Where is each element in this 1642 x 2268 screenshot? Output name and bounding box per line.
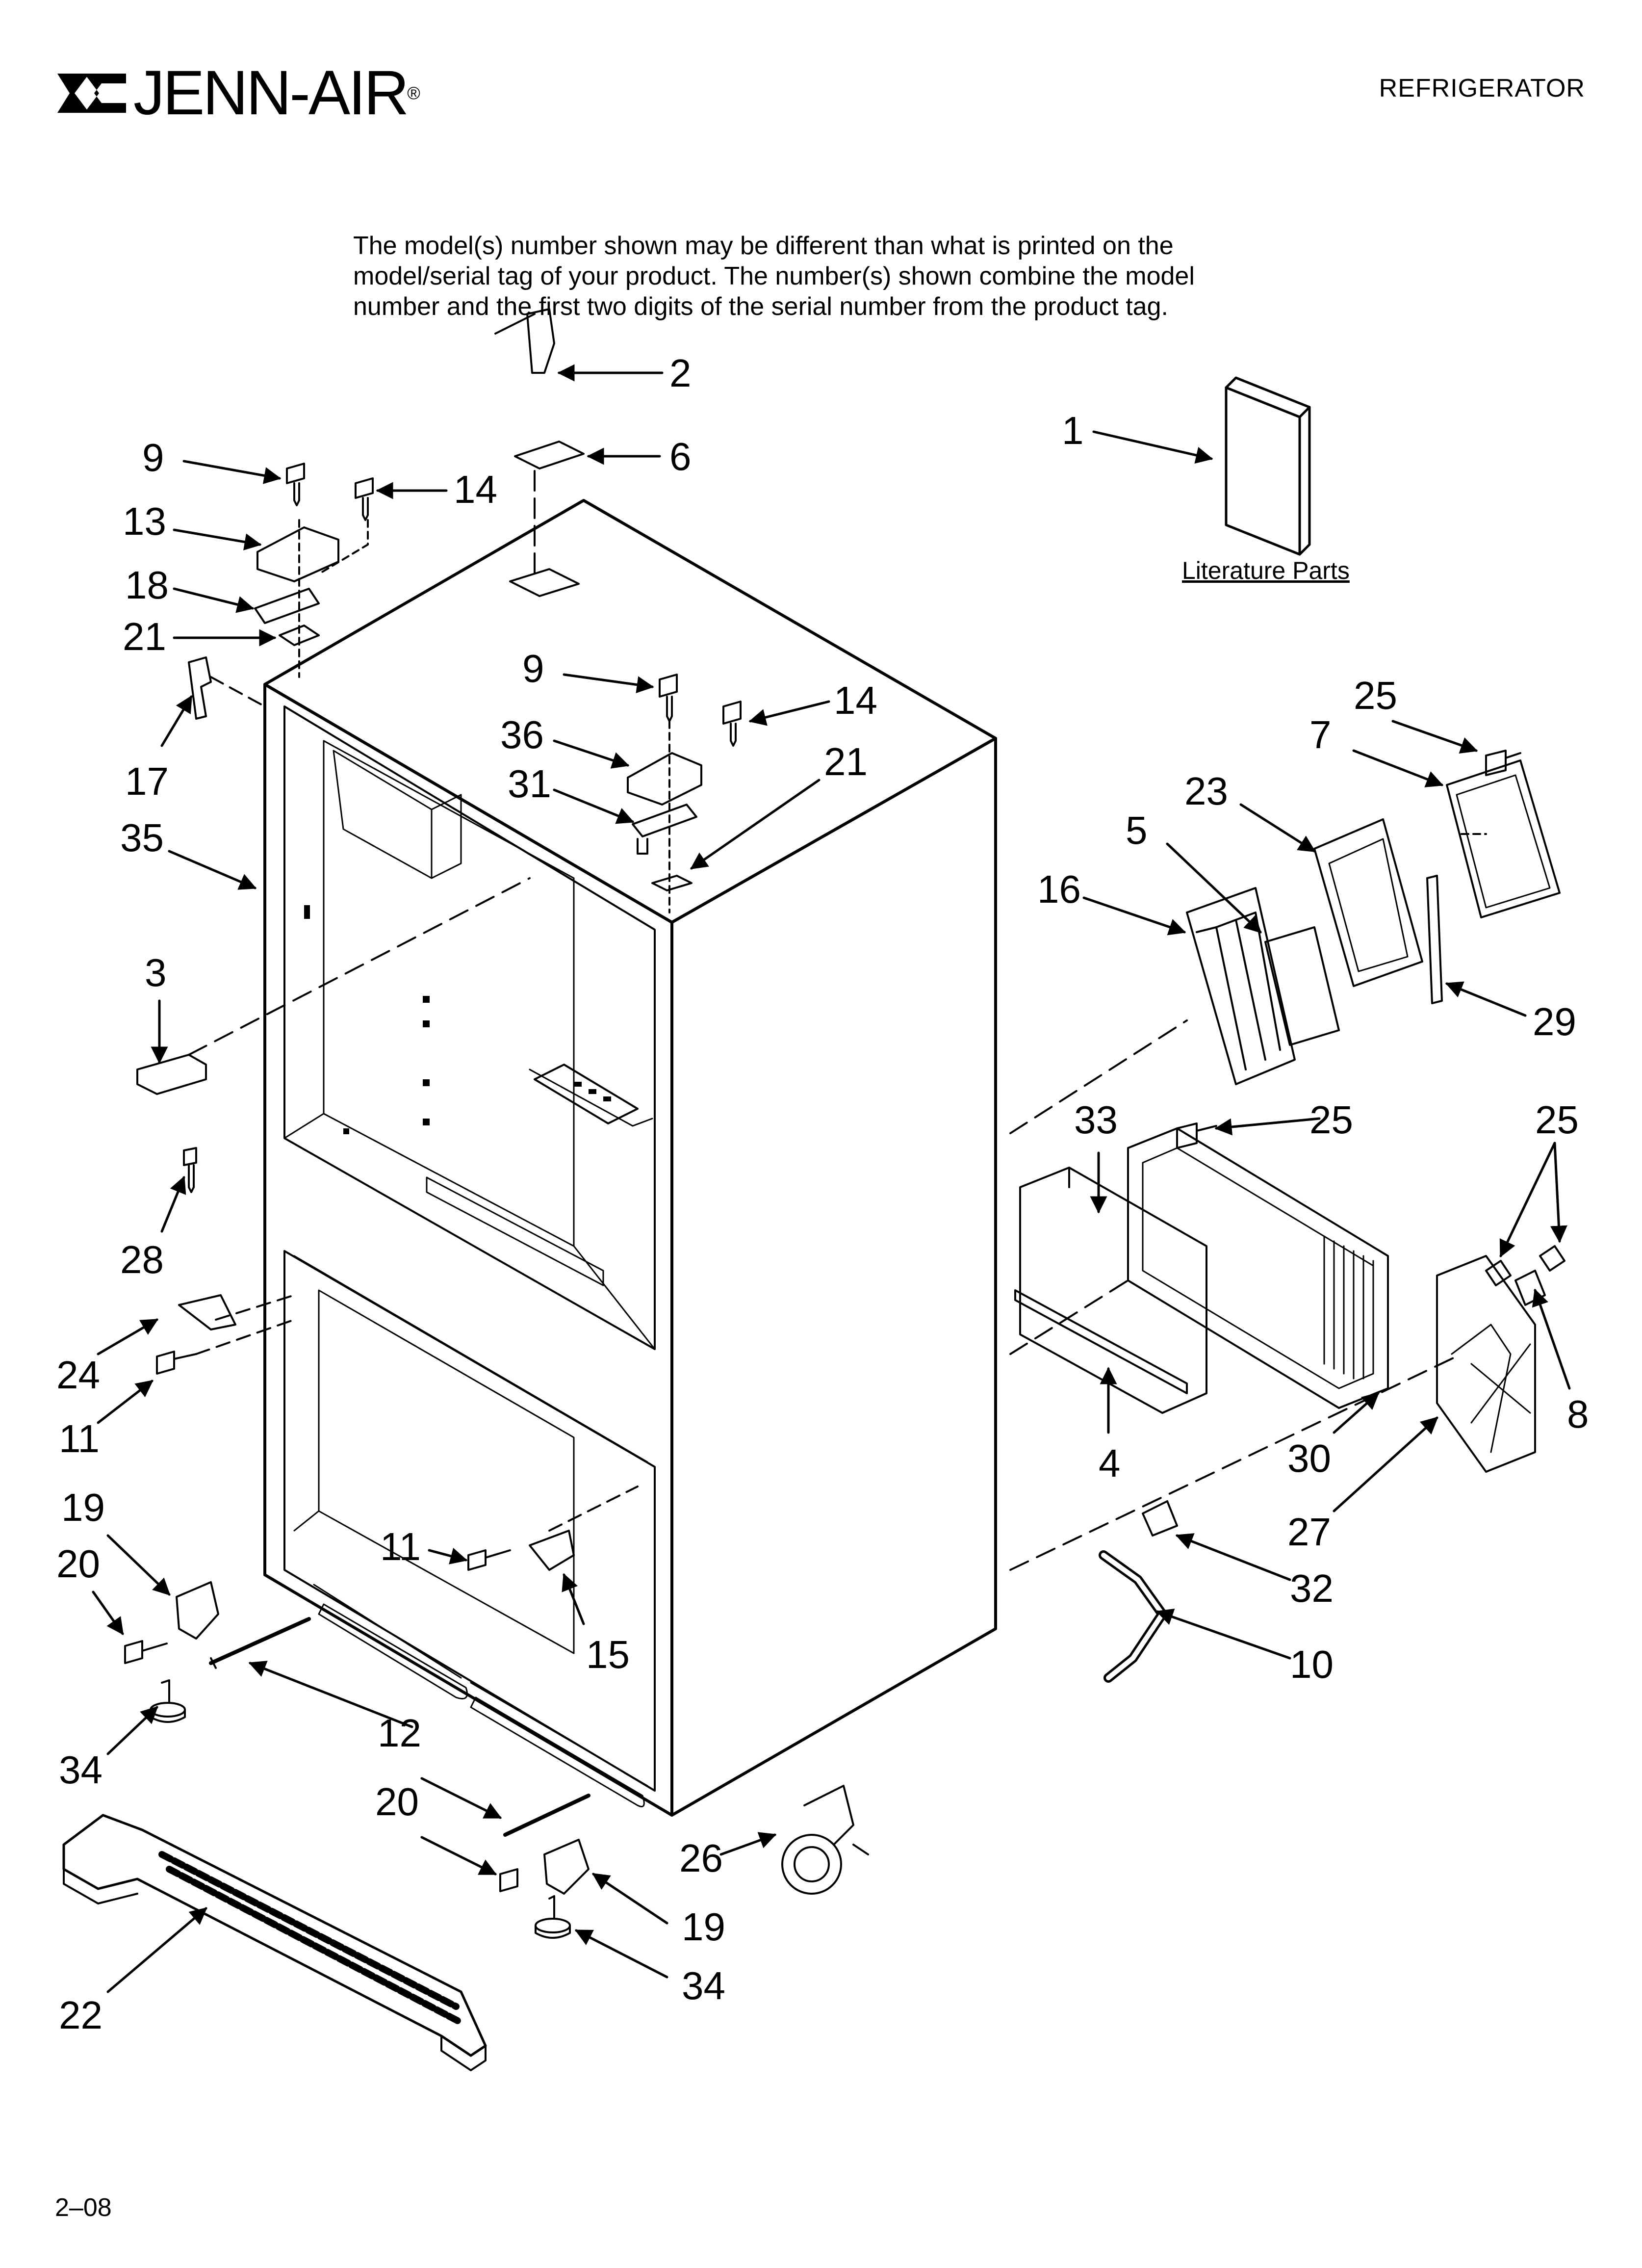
literature-book xyxy=(1225,376,1311,556)
callout-6: 6 xyxy=(669,435,692,478)
callout-11-left: 11 xyxy=(59,1417,100,1460)
callout-28: 28 xyxy=(120,1238,164,1281)
callout-8: 8 xyxy=(1567,1392,1589,1436)
callout-19-bottom: 19 xyxy=(682,1905,725,1949)
callout-19-left: 19 xyxy=(61,1486,105,1529)
brand-logo: JENN-AIR ® xyxy=(55,54,420,132)
callout-25-top: 25 xyxy=(1354,674,1397,717)
callout-23: 23 xyxy=(1184,769,1228,813)
callout-9-center: 9 xyxy=(522,647,544,690)
callout-27: 27 xyxy=(1287,1510,1331,1554)
brand-name: JENN-AIR xyxy=(133,58,409,128)
jenn-air-logo-icon xyxy=(57,74,126,113)
callout-36: 36 xyxy=(500,713,544,756)
callout-14-top-left: 14 xyxy=(454,468,497,511)
callout-29: 29 xyxy=(1533,1000,1576,1043)
leader-lines xyxy=(92,364,1571,1993)
callout-labels: 2 6 1 Literature Parts 9 14 13 18 21 17 … xyxy=(56,351,1589,2037)
callout-32: 32 xyxy=(1290,1566,1334,1610)
access-panel-assembly xyxy=(1009,1127,1565,1571)
literature-parts-label: Literature Parts xyxy=(1182,557,1350,584)
callout-35: 35 xyxy=(120,816,164,860)
callout-34-bottom: 34 xyxy=(682,1964,725,2007)
callout-21-center: 21 xyxy=(824,740,868,783)
callout-26: 26 xyxy=(679,1836,723,1880)
callout-14-center: 14 xyxy=(834,678,877,722)
callout-20-left: 20 xyxy=(56,1542,100,1586)
callout-5: 5 xyxy=(1126,808,1148,852)
top-left-hinge-parts xyxy=(124,463,531,1723)
callout-21-left: 21 xyxy=(123,615,166,658)
callout-13: 13 xyxy=(123,499,166,543)
callout-18: 18 xyxy=(125,563,169,607)
callout-20-bottom: 20 xyxy=(375,1780,419,1824)
refrigerator-cabinet xyxy=(263,499,997,1817)
drain-parts xyxy=(1099,1500,1178,1683)
callout-22: 22 xyxy=(59,1993,103,2037)
top-center-parts xyxy=(494,308,742,913)
callout-34-left: 34 xyxy=(59,1748,103,1792)
notice-line-2: model/serial tag of your product. The nu… xyxy=(353,262,1195,290)
control-board-assembly xyxy=(1009,750,1561,1149)
callout-2: 2 xyxy=(669,351,692,395)
callout-17: 17 xyxy=(125,759,169,803)
callout-9-top-left: 9 xyxy=(142,436,164,479)
callout-24: 24 xyxy=(56,1353,100,1397)
callout-30: 30 xyxy=(1287,1436,1331,1480)
callout-7: 7 xyxy=(1309,713,1332,756)
registered-mark: ® xyxy=(407,83,420,103)
callout-15: 15 xyxy=(586,1633,630,1676)
callout-25-middle: 25 xyxy=(1309,1098,1353,1142)
lower-front-parts xyxy=(467,1486,869,1939)
callout-1: 1 xyxy=(1062,409,1084,452)
callout-25-right: 25 xyxy=(1535,1098,1579,1142)
callout-33: 33 xyxy=(1074,1098,1118,1142)
callout-12: 12 xyxy=(378,1711,421,1755)
section-title: REFRIGERATOR xyxy=(1379,74,1585,103)
toe-grille xyxy=(62,1814,487,2071)
callout-3: 3 xyxy=(145,951,167,994)
notice-line-3: number and the first two digits of the s… xyxy=(353,292,1168,321)
revision-code: 2–08 xyxy=(55,2193,112,2222)
callout-4: 4 xyxy=(1099,1441,1121,1485)
callout-10: 10 xyxy=(1290,1642,1334,1686)
notice-line-1: The model(s) number shown may be differe… xyxy=(353,232,1174,260)
callout-16: 16 xyxy=(1037,867,1081,911)
model-notice: The model(s) number shown may be differe… xyxy=(353,231,1334,322)
callout-31: 31 xyxy=(508,762,551,806)
callout-11-center: 11 xyxy=(380,1525,421,1568)
